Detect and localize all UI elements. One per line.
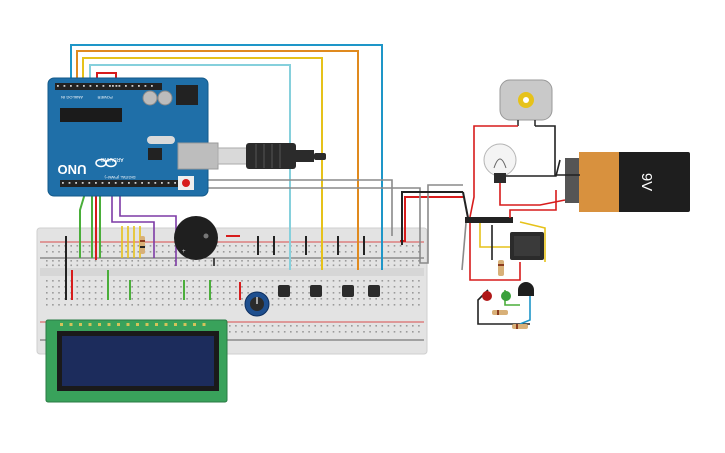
potentiometer [244, 291, 270, 317]
piezo-buzzer: + [174, 216, 218, 266]
battery-9v: 9V [565, 152, 690, 212]
light-bulb [483, 143, 517, 183]
push-buttons [278, 285, 380, 297]
resistor-buzzer [140, 236, 145, 254]
wire-yellow [82, 57, 323, 270]
header-strip [465, 217, 513, 223]
arduino-model-label: UNO [58, 162, 87, 177]
arduino-logo [95, 158, 117, 168]
relay [510, 232, 544, 260]
right-circuit-wires [461, 125, 580, 325]
arduino-uno: UNO ARDUINO ANALOG IN POWER DIGITAL (PWM… [47, 77, 219, 197]
wire-orange [76, 50, 359, 270]
wire-green [79, 189, 101, 258]
red-led [482, 291, 492, 301]
resistor-right-1 [498, 260, 504, 276]
wire-gray [160, 179, 463, 264]
lcd-pin-header [60, 323, 206, 326]
svg-text:+: + [182, 249, 186, 255]
analog-in-label: ANALOG IN [61, 95, 83, 100]
wire-blue [70, 44, 383, 270]
resistor-right-3 [512, 324, 528, 329]
breadboard-jumpers [65, 235, 365, 300]
arduino-pins [57, 85, 176, 184]
resistor-right-2 [492, 310, 508, 315]
usb-cable [217, 143, 326, 169]
wire-black [401, 191, 469, 245]
dc-motor [499, 79, 553, 126]
digital-label: DIGITAL (PWM~) [104, 175, 136, 180]
lcd-display [45, 319, 228, 403]
transistor [518, 282, 534, 296]
battery-voltage-label: 9V [638, 173, 655, 191]
power-label: POWER [97, 95, 112, 100]
green-led [501, 291, 511, 301]
